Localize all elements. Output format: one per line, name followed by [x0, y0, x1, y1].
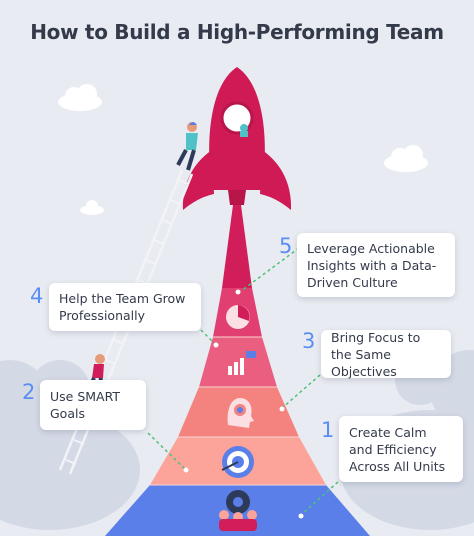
step-5-number: 5 — [279, 234, 293, 258]
climber-window — [240, 124, 248, 137]
step-2-card: Use SMART Goals — [40, 380, 146, 430]
bullseye-icon — [221, 446, 254, 478]
step-5-card: Leverage Actionable Insights with a Data… — [297, 233, 455, 297]
rocket — [182, 67, 292, 210]
step-1-card: Create Calm and Efficiency Across All Un… — [339, 416, 463, 482]
step-1-label: Create Calm and Efficiency Across All Un… — [349, 424, 446, 474]
step-4-label: Help the Team Grow Professionally — [59, 291, 186, 323]
step-4-card: Help the Team Grow Professionally — [49, 283, 201, 331]
target-head-icon — [227, 398, 254, 428]
growth-people-icon — [225, 351, 256, 377]
step-3-number: 3 — [302, 329, 316, 353]
connector-dots — [183, 289, 304, 519]
connectors — [147, 247, 339, 516]
step-3-card: Bring Focus to the Same Objectives — [321, 329, 451, 379]
step-4-number: 4 — [30, 284, 44, 308]
tier-5 — [222, 205, 252, 288]
climber-top — [176, 122, 198, 171]
step-1-number: 1 — [321, 418, 335, 442]
cloud-left — [58, 84, 102, 111]
pie-chart-icon — [226, 305, 250, 329]
step-3-label: Bring Focus to the Same Objectives — [331, 329, 421, 379]
team-gear-icon — [219, 490, 257, 531]
cloud-right — [384, 145, 428, 172]
cloud-small — [80, 200, 104, 215]
step-2-label: Use SMART Goals — [50, 389, 121, 421]
step-2-number: 2 — [22, 380, 36, 404]
step-5-label: Leverage Actionable Insights with a Data… — [307, 240, 437, 290]
page-title: How to Build a High-Performing Team — [30, 20, 444, 44]
